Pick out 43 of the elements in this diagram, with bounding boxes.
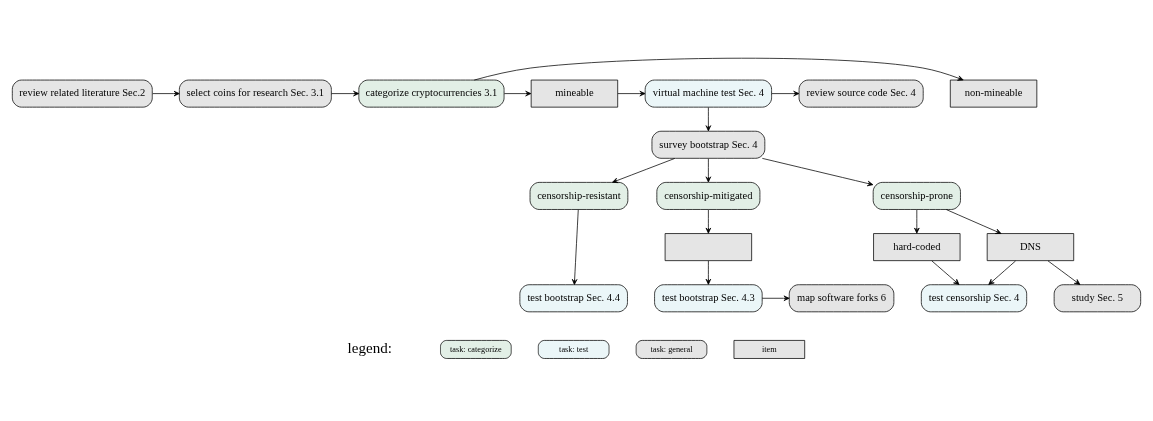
legend-label: task: categorize (450, 344, 502, 354)
node-box: study Sec. 5 (1053, 284, 1142, 313)
arrow (705, 158, 712, 183)
node-box: select coins for research Sec. 3.1 (179, 79, 332, 108)
arrow (152, 90, 180, 97)
node-box: mineable (530, 79, 619, 108)
node-box: review source code Sec. 4 (798, 79, 924, 108)
node-box: virtual machine test Sec. 4 (644, 79, 772, 108)
node-box: survey bootstrap Sec. 4 (651, 130, 766, 159)
node-box: non-mineable (949, 79, 1038, 108)
node-box: test bootstrap Sec. 4.4 (519, 284, 628, 313)
node-box (664, 233, 752, 262)
node-box: hard-coded (873, 233, 961, 262)
node-box: censorship-prone (872, 182, 961, 210)
arrow (931, 260, 960, 285)
arrow (988, 260, 1016, 285)
arrow (946, 209, 1002, 234)
legend-label: item (761, 344, 777, 354)
arrow (914, 209, 920, 234)
arrow (473, 57, 964, 81)
node-box: DNS (986, 233, 1075, 262)
node-box: categorize cryptocurrencies 3.1 (358, 79, 505, 108)
arrow (705, 260, 712, 285)
node-box: test censorship Sec. 4 (920, 284, 1028, 313)
arrow (761, 295, 790, 302)
label: legend: (347, 340, 392, 357)
arrow (771, 90, 800, 97)
node-box: censorship-resistant (529, 182, 629, 210)
arrow (612, 158, 676, 184)
arrow (617, 90, 646, 97)
legend-label: task: general (650, 344, 693, 354)
arrow (503, 90, 532, 97)
arrow (761, 158, 874, 187)
arrow (705, 107, 712, 132)
node-box: test bootstrap Sec. 4.3 (654, 284, 763, 313)
node-box: review related literature Sec.2 (11, 79, 153, 108)
arrow (1047, 260, 1081, 285)
arrow (705, 209, 712, 234)
node-box: map software forks 6 (788, 284, 895, 313)
arrow (331, 90, 360, 97)
arrow (571, 209, 579, 285)
node-box: censorship-mitigated (656, 182, 761, 210)
legend-label: task: test (559, 344, 589, 354)
